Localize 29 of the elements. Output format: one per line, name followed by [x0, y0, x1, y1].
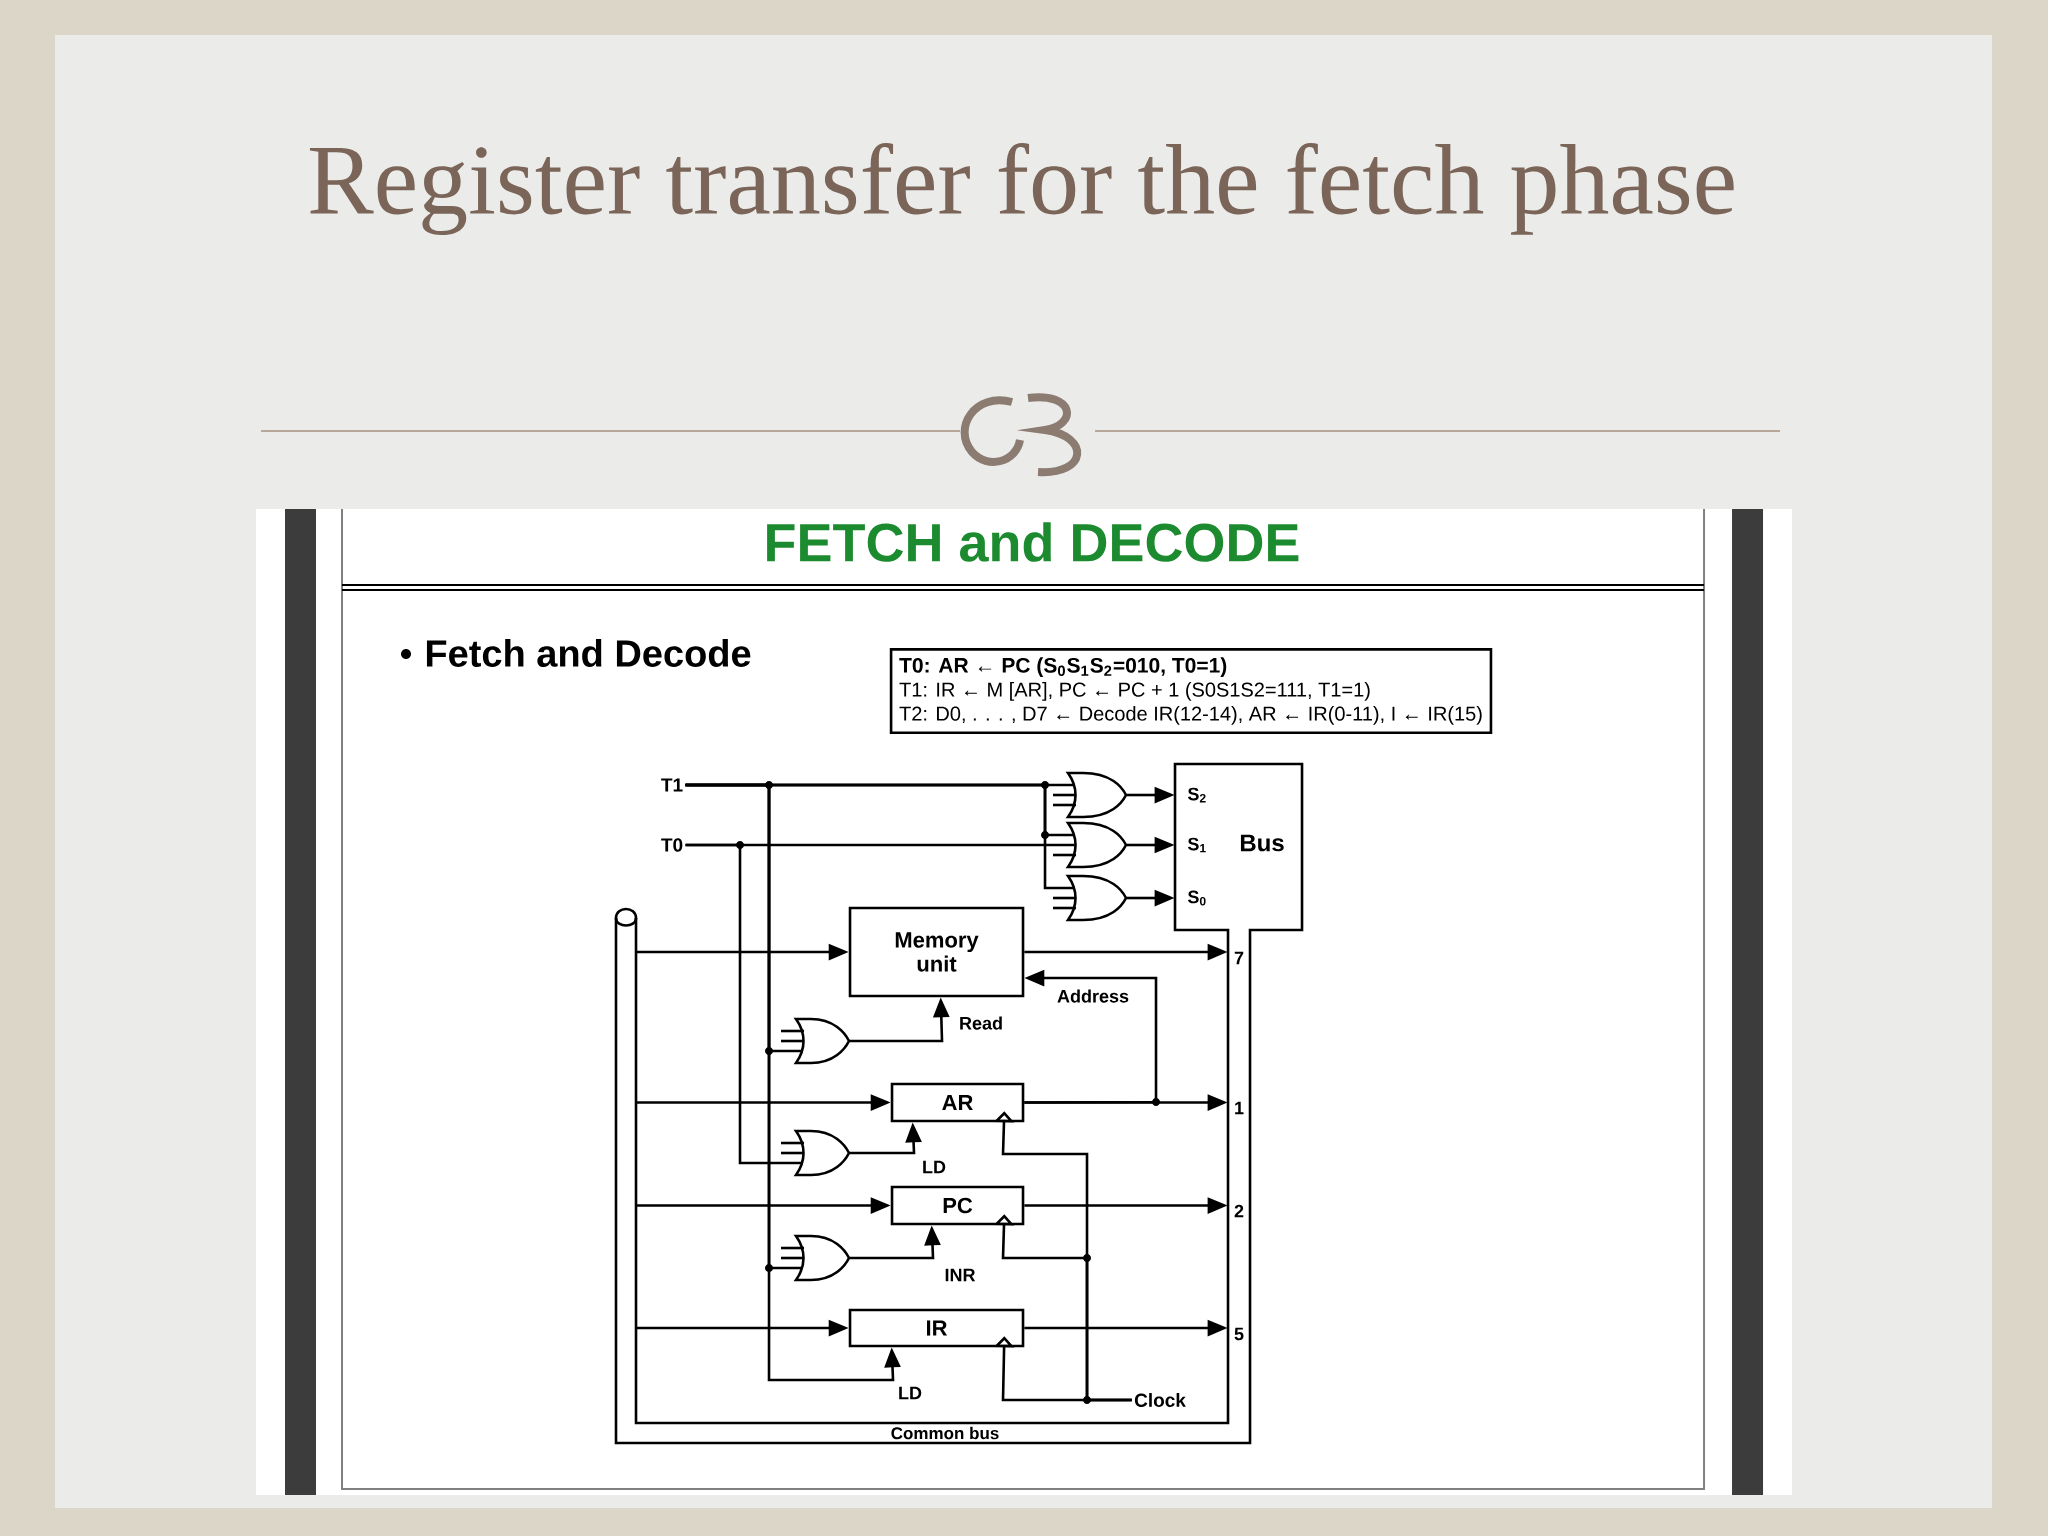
edge-label: Read: [960, 1016, 1002, 1030]
heading: FETCH and DECODE: [767, 522, 1299, 562]
signal-label: T1: [661, 778, 683, 792]
register-box: IR: [848, 1308, 1025, 1348]
register-box: AR: [890, 1082, 1025, 1123]
edge-label: 7: [1234, 951, 1244, 965]
edge-label: INR: [945, 1268, 976, 1282]
formula-box: T0: AR ← PC (S$_{0}$S$_{1}$S$_{2}$=010, T0=1) T1: IR ← M [AR], PC ← PC + 1 (S0S1S2=111, T1=1) T2: D0, . . . , D7 ← Decode IR(12-14), AR ← IR(0-11), I ← IR(15): [889, 648, 1493, 734]
bullet-text: Fetch and Decode: [426, 639, 751, 667]
register-box: PC: [890, 1185, 1025, 1226]
or-gate: [1053, 771, 1128, 819]
wire: [685, 843, 802, 1165]
or-gate: [781, 1129, 851, 1177]
arrow: [685, 783, 901, 1382]
or-gate: [1053, 874, 1128, 922]
memory-box: Memory unit: [848, 906, 1025, 998]
or-gate: [781, 1234, 851, 1282]
edge-label: 2: [1234, 1204, 1244, 1218]
edge-label: LD: [923, 1160, 946, 1174]
arrow: [993, 1336, 1132, 1402]
edge-label: LD: [899, 1386, 922, 1400]
slide-title: Register transfer for the fetch phase: [309, 143, 1734, 235]
signal-label: T0: [661, 838, 683, 852]
or-gate: [1053, 821, 1128, 869]
edge-label: 5: [1234, 1327, 1244, 1341]
or-gate: [781, 1017, 851, 1065]
edge-label: Address: [1057, 989, 1129, 1003]
edge-label: 1: [1235, 1101, 1244, 1115]
signal-label: Clock: [1134, 1393, 1186, 1407]
